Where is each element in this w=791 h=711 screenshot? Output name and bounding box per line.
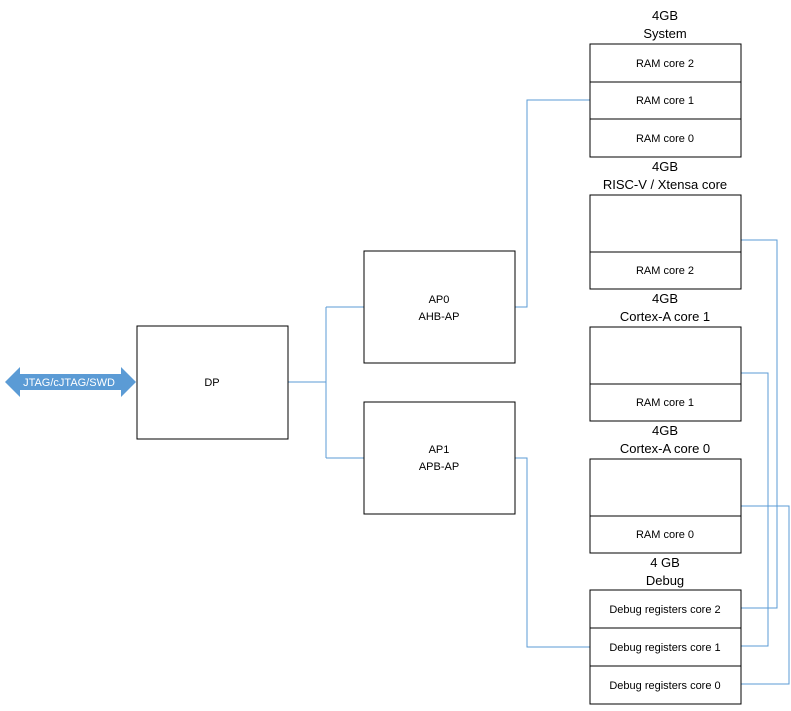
debug-cell-0 bbox=[589, 589, 742, 629]
ap1-label: AP1 bbox=[429, 444, 450, 456]
debug-cell-2 bbox=[589, 665, 742, 705]
ap1-box bbox=[363, 401, 516, 515]
cortex1-name: Cortex-A core 1 bbox=[620, 309, 710, 324]
system-cell-2 bbox=[589, 118, 742, 158]
cortex0-memory-block: 4GB Cortex-A core 0 RAM core 0 bbox=[589, 423, 742, 554]
interface-label: JTAG/cJTAG/SWD bbox=[23, 377, 115, 389]
cortex0-size: 4GB bbox=[652, 423, 678, 438]
debug-name: Debug bbox=[646, 573, 684, 588]
system-ram-core-2: RAM core 2 bbox=[636, 58, 694, 70]
debug-registers-core-2: Debug registers core 2 bbox=[609, 604, 720, 616]
debug-memory-block: 4 GB Debug Debug registers core 2 Debug … bbox=[589, 555, 742, 705]
cortex0-name: Cortex-A core 0 bbox=[620, 441, 710, 456]
connector-ap1-to-debug-core-1 bbox=[515, 457, 590, 648]
double-arrow-icon bbox=[5, 367, 136, 397]
riscv-ram-core-2: RAM core 2 bbox=[636, 265, 694, 277]
cortex1-ram-core-1: RAM core 1 bbox=[636, 397, 694, 409]
riscv-name: RISC-V / Xtensa core bbox=[603, 177, 727, 192]
riscv-size: 4GB bbox=[652, 159, 678, 174]
riscv-memory-block: 4GB RISC-V / Xtensa core RAM core 2 bbox=[589, 159, 742, 290]
ap0-label: AP0 bbox=[429, 294, 450, 306]
connector-dp-to-aps bbox=[288, 306, 364, 459]
cortex1-memory-block: 4GB Cortex-A core 1 RAM core 1 bbox=[589, 291, 742, 422]
debug-registers-core-0: Debug registers core 0 bbox=[609, 680, 720, 692]
cortex0-ram-core-0: RAM core 0 bbox=[636, 529, 694, 541]
riscv-ram-cell bbox=[589, 251, 742, 290]
jtag-interface-arrow: JTAG/cJTAG/SWD bbox=[5, 367, 136, 397]
system-memory-block: 4GB System RAM core 2 RAM core 1 RAM cor… bbox=[589, 8, 742, 158]
ap0-box bbox=[363, 250, 516, 364]
system-name: System bbox=[643, 26, 686, 41]
debug-registers-core-1: Debug registers core 1 bbox=[609, 642, 720, 654]
ap0-type: AHB-AP bbox=[419, 311, 460, 323]
debug-size: 4 GB bbox=[650, 555, 680, 570]
dp-label: DP bbox=[204, 377, 219, 389]
dp-box bbox=[136, 325, 289, 440]
system-size: 4GB bbox=[652, 8, 678, 23]
connector-cortex0-to-debug-core-0 bbox=[741, 505, 790, 685]
cortex0-ram-cell bbox=[589, 515, 742, 554]
connectors bbox=[288, 99, 790, 685]
ap1-type: APB-AP bbox=[419, 461, 459, 473]
connector-cortex1-to-debug-core-1 bbox=[741, 372, 769, 647]
system-ram-core-0: RAM core 0 bbox=[636, 133, 694, 145]
cortex1-ram-cell bbox=[589, 383, 742, 422]
cortex1-top-cell bbox=[589, 326, 742, 385]
cortex0-top-cell bbox=[589, 458, 742, 517]
connector-riscv-to-debug-core-2 bbox=[741, 239, 778, 609]
system-ram-core-1: RAM core 1 bbox=[636, 95, 694, 107]
cortex1-size: 4GB bbox=[652, 291, 678, 306]
system-cell-1 bbox=[589, 81, 742, 120]
riscv-top-cell bbox=[589, 194, 742, 253]
connector-ap0-to-system-ram-core-1 bbox=[515, 99, 590, 308]
